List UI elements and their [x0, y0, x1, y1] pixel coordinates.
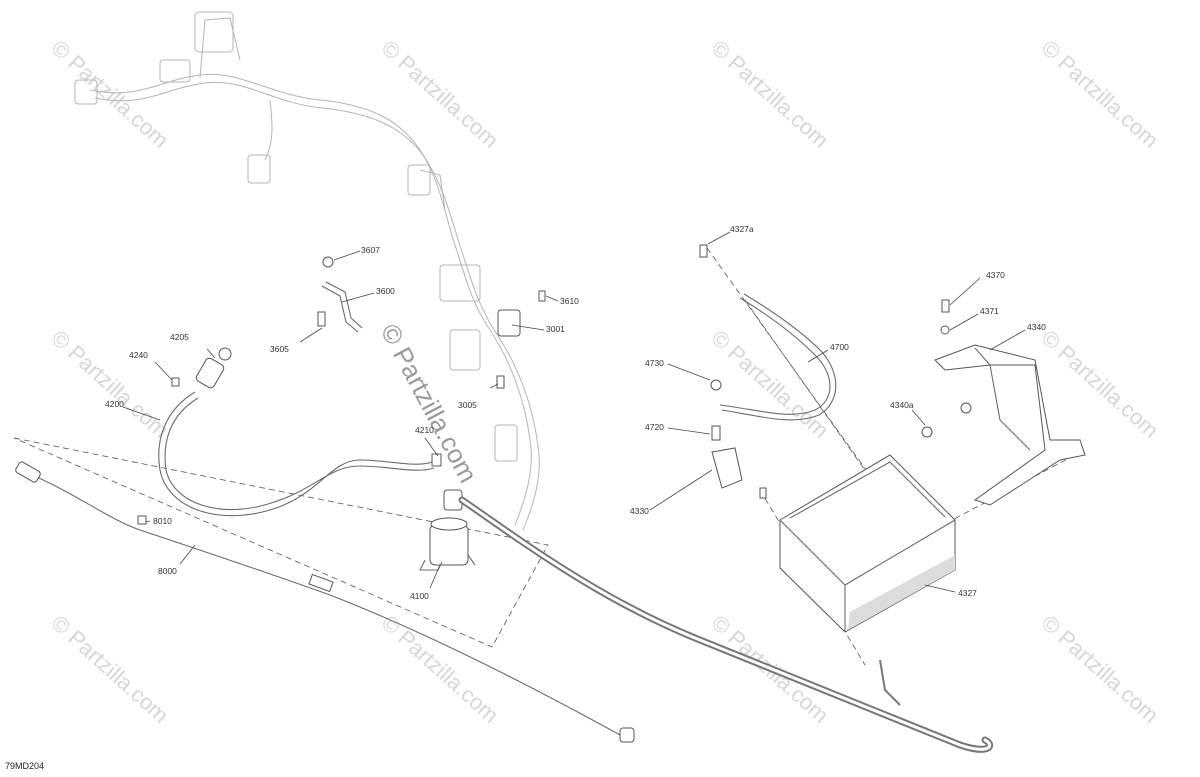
callout-4240: 4240 [129, 350, 148, 360]
watermark: © Partzilla.com [707, 325, 834, 443]
callout-4340: 4340 [1027, 322, 1046, 332]
callout-3605: 3605 [270, 344, 289, 354]
callout-4327: 4327 [958, 588, 977, 598]
callout-4700: 4700 [830, 342, 849, 352]
diagram-reference-code: 79MD204 [5, 761, 44, 771]
watermark: © Partzilla.com [47, 35, 174, 153]
callout-3005: 3005 [458, 400, 477, 410]
leader-lines [122, 231, 1026, 593]
callout-4100: 4100 [410, 591, 429, 601]
callout-3001: 3001 [546, 324, 565, 334]
battery-cable-4200 [158, 347, 442, 517]
battery-icon [779, 454, 956, 633]
callout-8010: 8010 [153, 516, 172, 526]
negative-cable-4700 [699, 244, 837, 499]
wire-8000 [15, 461, 635, 743]
callout-4327a: 4327a [730, 224, 754, 234]
callout-4205: 4205 [170, 332, 189, 342]
callout-labels: 3607 3600 3605 3610 3001 3005 4205 4240 … [105, 224, 1046, 601]
callout-3610: 3610 [560, 296, 579, 306]
battery-bracket-icon [921, 299, 1086, 506]
callout-3600: 3600 [376, 286, 395, 296]
callout-4200: 4200 [105, 399, 124, 409]
callout-4210: 4210 [415, 425, 434, 435]
reference-lines [13, 247, 1076, 666]
watermark: © Partzilla.com [377, 35, 504, 153]
watermark: © Partzilla.com [47, 610, 174, 728]
watermark: © Partzilla.com [1037, 610, 1164, 728]
callout-4370: 4370 [986, 270, 1005, 280]
positive-cable [458, 496, 994, 753]
watermark: © Partzilla.com [377, 610, 504, 728]
bracket-3600 [317, 256, 546, 389]
watermark: © Partzilla.com [1037, 325, 1164, 443]
watermark: © Partzilla.com [1037, 35, 1164, 153]
callout-3607: 3607 [361, 245, 380, 255]
watermark: © Partzilla.com [707, 35, 834, 153]
callout-4371: 4371 [980, 306, 999, 316]
wiring-harness-icon [74, 11, 540, 531]
watermark: © Partzilla.com [47, 325, 174, 443]
callout-4730: 4730 [645, 358, 664, 368]
callout-8000: 8000 [158, 566, 177, 576]
callout-4720: 4720 [645, 422, 664, 432]
callout-4340a: 4340a [890, 400, 914, 410]
callout-4330: 4330 [630, 506, 649, 516]
